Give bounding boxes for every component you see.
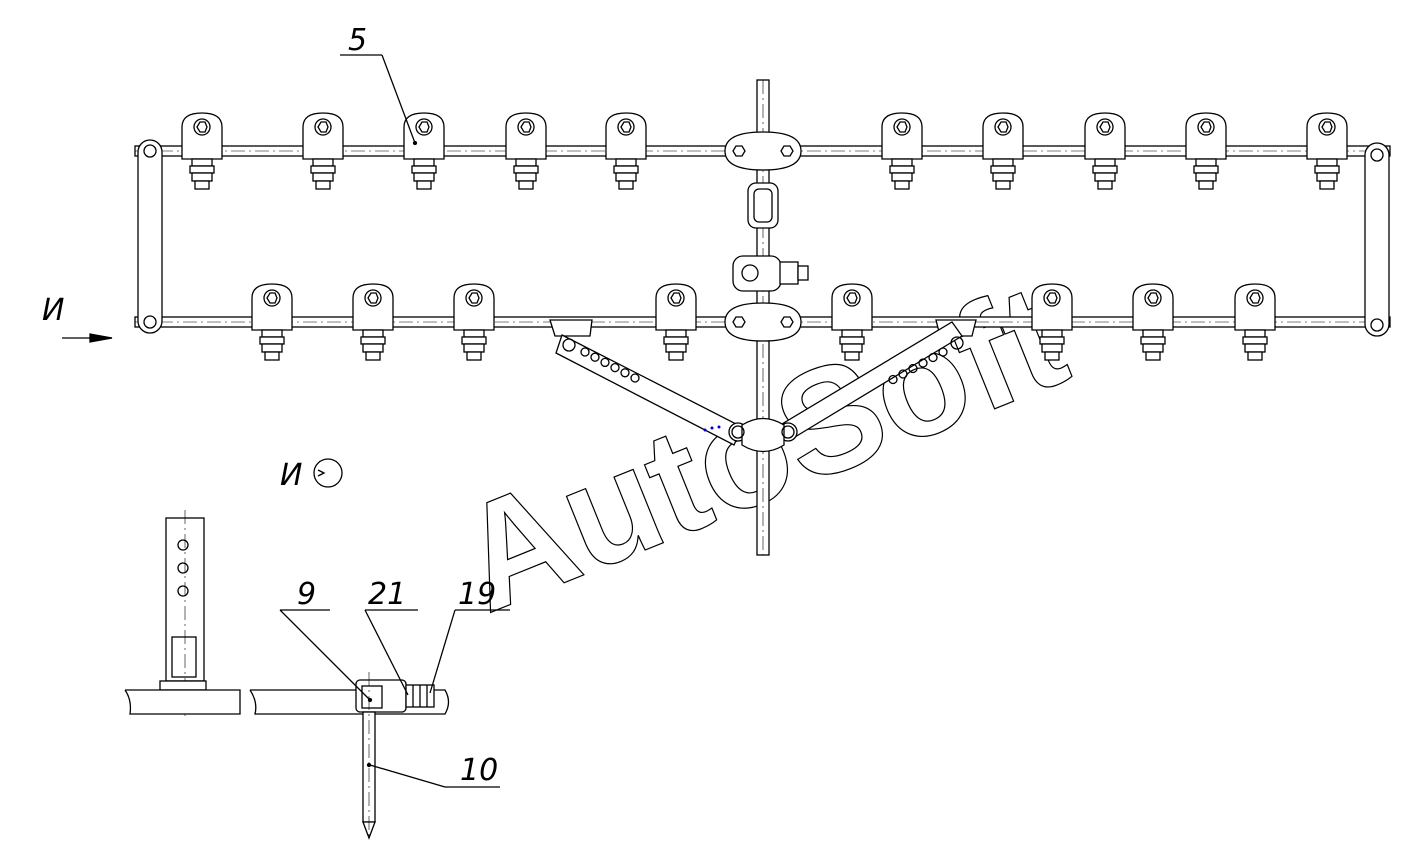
bar-clamp [1084, 112, 1126, 190]
bar-clamp [1306, 112, 1348, 190]
callout-10: 10 [369, 753, 500, 788]
top-coupling [724, 131, 802, 171]
bar-clamp [505, 112, 547, 190]
marker-dot [717, 425, 721, 429]
left-side-link [137, 139, 163, 334]
callout-5: 5 [340, 23, 418, 146]
rod-clamp [732, 255, 809, 292]
bar-clamp [982, 112, 1024, 190]
detail-view-label: И [280, 458, 343, 493]
svg-text:19: 19 [458, 577, 496, 612]
bar-clamp [1132, 283, 1174, 361]
bar-clamp [302, 112, 344, 190]
bottom-bar-clamps [251, 283, 1276, 361]
bar-clamp [453, 283, 495, 361]
bar-clamp [605, 112, 647, 190]
bar-clamp [1234, 283, 1276, 361]
view-arrow: И [42, 293, 113, 343]
bottom-coupling [724, 302, 802, 342]
bar-clamp [251, 283, 293, 361]
bar-clamp [881, 112, 923, 190]
marker-dot [710, 426, 714, 430]
shackle [747, 182, 779, 229]
detail-view [124, 510, 450, 840]
detail-label: И [280, 458, 302, 493]
bar-clamp [831, 283, 873, 361]
top-bar-clamps [181, 112, 1348, 190]
callout-9: 9 [279, 577, 373, 703]
center-hub [703, 417, 795, 453]
bar-clamp [1185, 112, 1227, 190]
svg-text:9: 9 [297, 577, 316, 612]
bar-clamp [403, 112, 445, 190]
svg-text:21: 21 [368, 577, 406, 612]
bar-clamp [1031, 283, 1073, 361]
marker-dot [703, 428, 707, 432]
svg-text:5: 5 [348, 23, 367, 58]
bar-clamp [352, 283, 394, 361]
bar-clamp [181, 112, 223, 190]
callout-21: 21 [364, 577, 418, 696]
bar-clamp [655, 283, 697, 361]
callout-19: 19 [429, 577, 510, 694]
svg-text:10: 10 [460, 753, 498, 788]
right-side-link [1364, 142, 1390, 337]
view-label: И [42, 293, 64, 328]
